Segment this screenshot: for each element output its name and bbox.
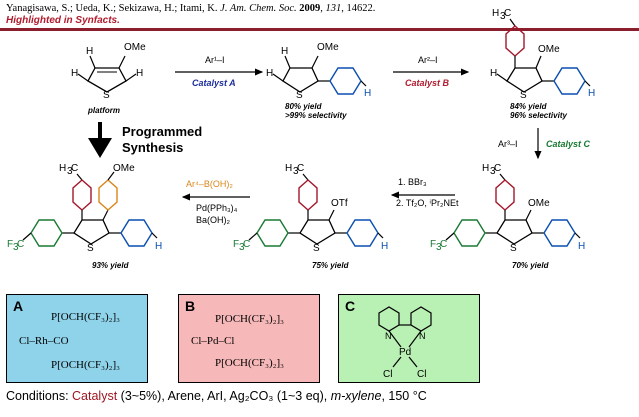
step2-reagent: Ar²–I xyxy=(418,55,438,65)
catalyst-c-ligand-1: Cl xyxy=(383,369,392,380)
catalyst-c-letter: C xyxy=(345,298,356,314)
svg-text:OMe: OMe xyxy=(113,163,135,174)
step5-cond-2: Ba(OH)₂ xyxy=(196,215,231,225)
svg-text:C: C xyxy=(494,163,501,174)
step2-selectivity: 96% selectivity xyxy=(510,111,567,120)
product1-molecule: S H H OMe H xyxy=(266,42,371,101)
svg-text:H: H xyxy=(86,46,93,57)
platform-molecule: S H H H OMe xyxy=(71,42,146,101)
svg-text:F: F xyxy=(7,239,13,250)
conditions-catalyst: Catalyst xyxy=(72,389,118,403)
svg-text:H: H xyxy=(266,68,273,79)
step1-catalyst: Catalyst A xyxy=(192,78,236,88)
catalyst-b-box: B P[OCH(CF₃)₂]₃ Cl–Pd–Cl P[OCH(CF₃)₂]₃ xyxy=(178,294,320,383)
svg-text:3: 3 xyxy=(67,166,73,177)
svg-text:3: 3 xyxy=(13,242,19,253)
svg-text:H: H xyxy=(490,68,497,79)
step3-yield: 70% yield xyxy=(512,261,550,270)
final-product-molecule: H 3 C OMe S F 3 C H xyxy=(7,163,162,254)
svg-text:F: F xyxy=(233,239,239,250)
catalyst-b-line2: Cl–Pd–Cl xyxy=(191,335,235,347)
svg-text:H: H xyxy=(59,163,66,174)
svg-text:3: 3 xyxy=(436,242,442,253)
svg-text:C: C xyxy=(71,163,78,174)
svg-text:H: H xyxy=(281,46,288,57)
step4-yield: 75% yield xyxy=(312,261,350,270)
conditions-rest: (3~5%), Arene, ArI, Ag₂CO₃ (1~3 eq), xyxy=(120,389,328,403)
step4-reagent-1: 1. BBr₃ xyxy=(398,177,427,187)
conditions-temp: , 150 °C xyxy=(381,389,427,403)
svg-text:C: C xyxy=(297,163,304,174)
svg-text:H: H xyxy=(155,241,162,252)
svg-text:3: 3 xyxy=(490,166,496,177)
step5-cond-1: Pd(PPh₃)₄ xyxy=(196,203,238,213)
svg-text:3: 3 xyxy=(293,166,299,177)
svg-text:3: 3 xyxy=(500,11,506,22)
svg-text:H: H xyxy=(482,163,489,174)
catalyst-c-box: C N N Pd Cl Cl xyxy=(338,294,480,383)
catalyst-a-box: A P[OCH(CF₃)₂]₃ Cl–Rh–CO P[OCH(CF₃)₂]₃ xyxy=(6,294,148,383)
step2-yield: 84% yield xyxy=(510,102,548,111)
catalyst-a-line1: P[OCH(CF₃)₂]₃ xyxy=(51,311,120,323)
reaction-scheme: S H H H OMe platform Ar¹–I Catalyst A S … xyxy=(7,8,595,270)
step1-reagent: Ar¹–I xyxy=(205,55,225,65)
step3-reagent: Ar³–I xyxy=(498,139,518,149)
svg-text:H: H xyxy=(492,8,499,19)
catalyst-b-line1: P[OCH(CF₃)₂]₃ xyxy=(215,313,284,325)
step4-reagent-2: 2. Tf₂O, ⁱPr₂NEt xyxy=(396,198,459,208)
conditions-solvent: m-xylene xyxy=(330,389,382,403)
header-rule xyxy=(0,28,639,31)
product4-molecule: H 3 C OTf S F 3 C H xyxy=(233,163,388,254)
step2-catalyst: Catalyst B xyxy=(405,78,450,88)
product2-molecule: H 3 C S H OMe H xyxy=(490,8,595,101)
product3-molecule: H 3 C OMe S F 3 C H xyxy=(430,163,585,254)
svg-text:C: C xyxy=(440,239,447,250)
svg-text:H: H xyxy=(578,241,585,252)
synfacts-highlight: Highlighted in Synfacts. xyxy=(6,15,120,26)
svg-text:S: S xyxy=(103,90,110,101)
svg-text:OMe: OMe xyxy=(124,42,146,53)
svg-text:S: S xyxy=(510,243,517,254)
catalyst-a-line3: P[OCH(CF₃)₂]₃ xyxy=(51,359,120,371)
svg-text:N: N xyxy=(385,331,392,341)
svg-text:OMe: OMe xyxy=(538,44,560,55)
svg-text:N: N xyxy=(419,331,426,341)
catalyst-a-line2: Cl–Rh–CO xyxy=(19,335,69,347)
svg-text:OMe: OMe xyxy=(528,198,550,209)
svg-text:OMe: OMe xyxy=(317,42,339,53)
bipyridine-structure: N N Pd Cl Cl xyxy=(378,306,432,380)
svg-text:H: H xyxy=(588,88,595,99)
svg-text:OTf: OTf xyxy=(331,198,348,209)
svg-text:S: S xyxy=(87,243,94,254)
svg-text:3: 3 xyxy=(239,242,245,253)
step1-selectivity: >99% selectivity xyxy=(285,111,347,120)
step3-catalyst: Catalyst C xyxy=(546,139,591,149)
svg-text:H: H xyxy=(71,68,78,79)
step1-yield: 80% yield xyxy=(285,102,323,111)
svg-text:H: H xyxy=(381,241,388,252)
svg-text:H: H xyxy=(136,68,143,79)
svg-text:S: S xyxy=(313,243,320,254)
svg-text:H: H xyxy=(285,163,292,174)
catalyst-c-metal: Pd xyxy=(399,347,411,358)
reference-citation: Yanagisawa, S.; Ueda, K.; Sekizawa, H.; … xyxy=(6,3,376,14)
programmed-label-1: Programmed xyxy=(122,124,202,139)
catalyst-a-letter: A xyxy=(13,298,24,314)
svg-text:C: C xyxy=(243,239,250,250)
catalyst-b-letter: B xyxy=(185,298,196,314)
svg-text:S: S xyxy=(296,90,303,101)
step5-yield: 93% yield xyxy=(92,261,130,270)
platform-label: platform xyxy=(87,106,120,115)
svg-text:H: H xyxy=(364,88,371,99)
catalyst-c-ligand-2: Cl xyxy=(417,369,426,380)
svg-text:C: C xyxy=(17,239,24,250)
conditions-label: Conditions: xyxy=(6,389,69,403)
conditions-line: Conditions: Catalyst (3~5%), Arene, ArI,… xyxy=(6,389,427,403)
svg-text:S: S xyxy=(520,90,527,101)
programmed-label-2: Synthesis xyxy=(122,140,183,155)
step5-reagent: Ar⁴–B(OH)₂ xyxy=(186,179,233,189)
svg-text:C: C xyxy=(504,8,511,19)
catalyst-b-line3: P[OCH(CF₃)₂]₃ xyxy=(215,357,284,369)
svg-text:F: F xyxy=(430,239,436,250)
